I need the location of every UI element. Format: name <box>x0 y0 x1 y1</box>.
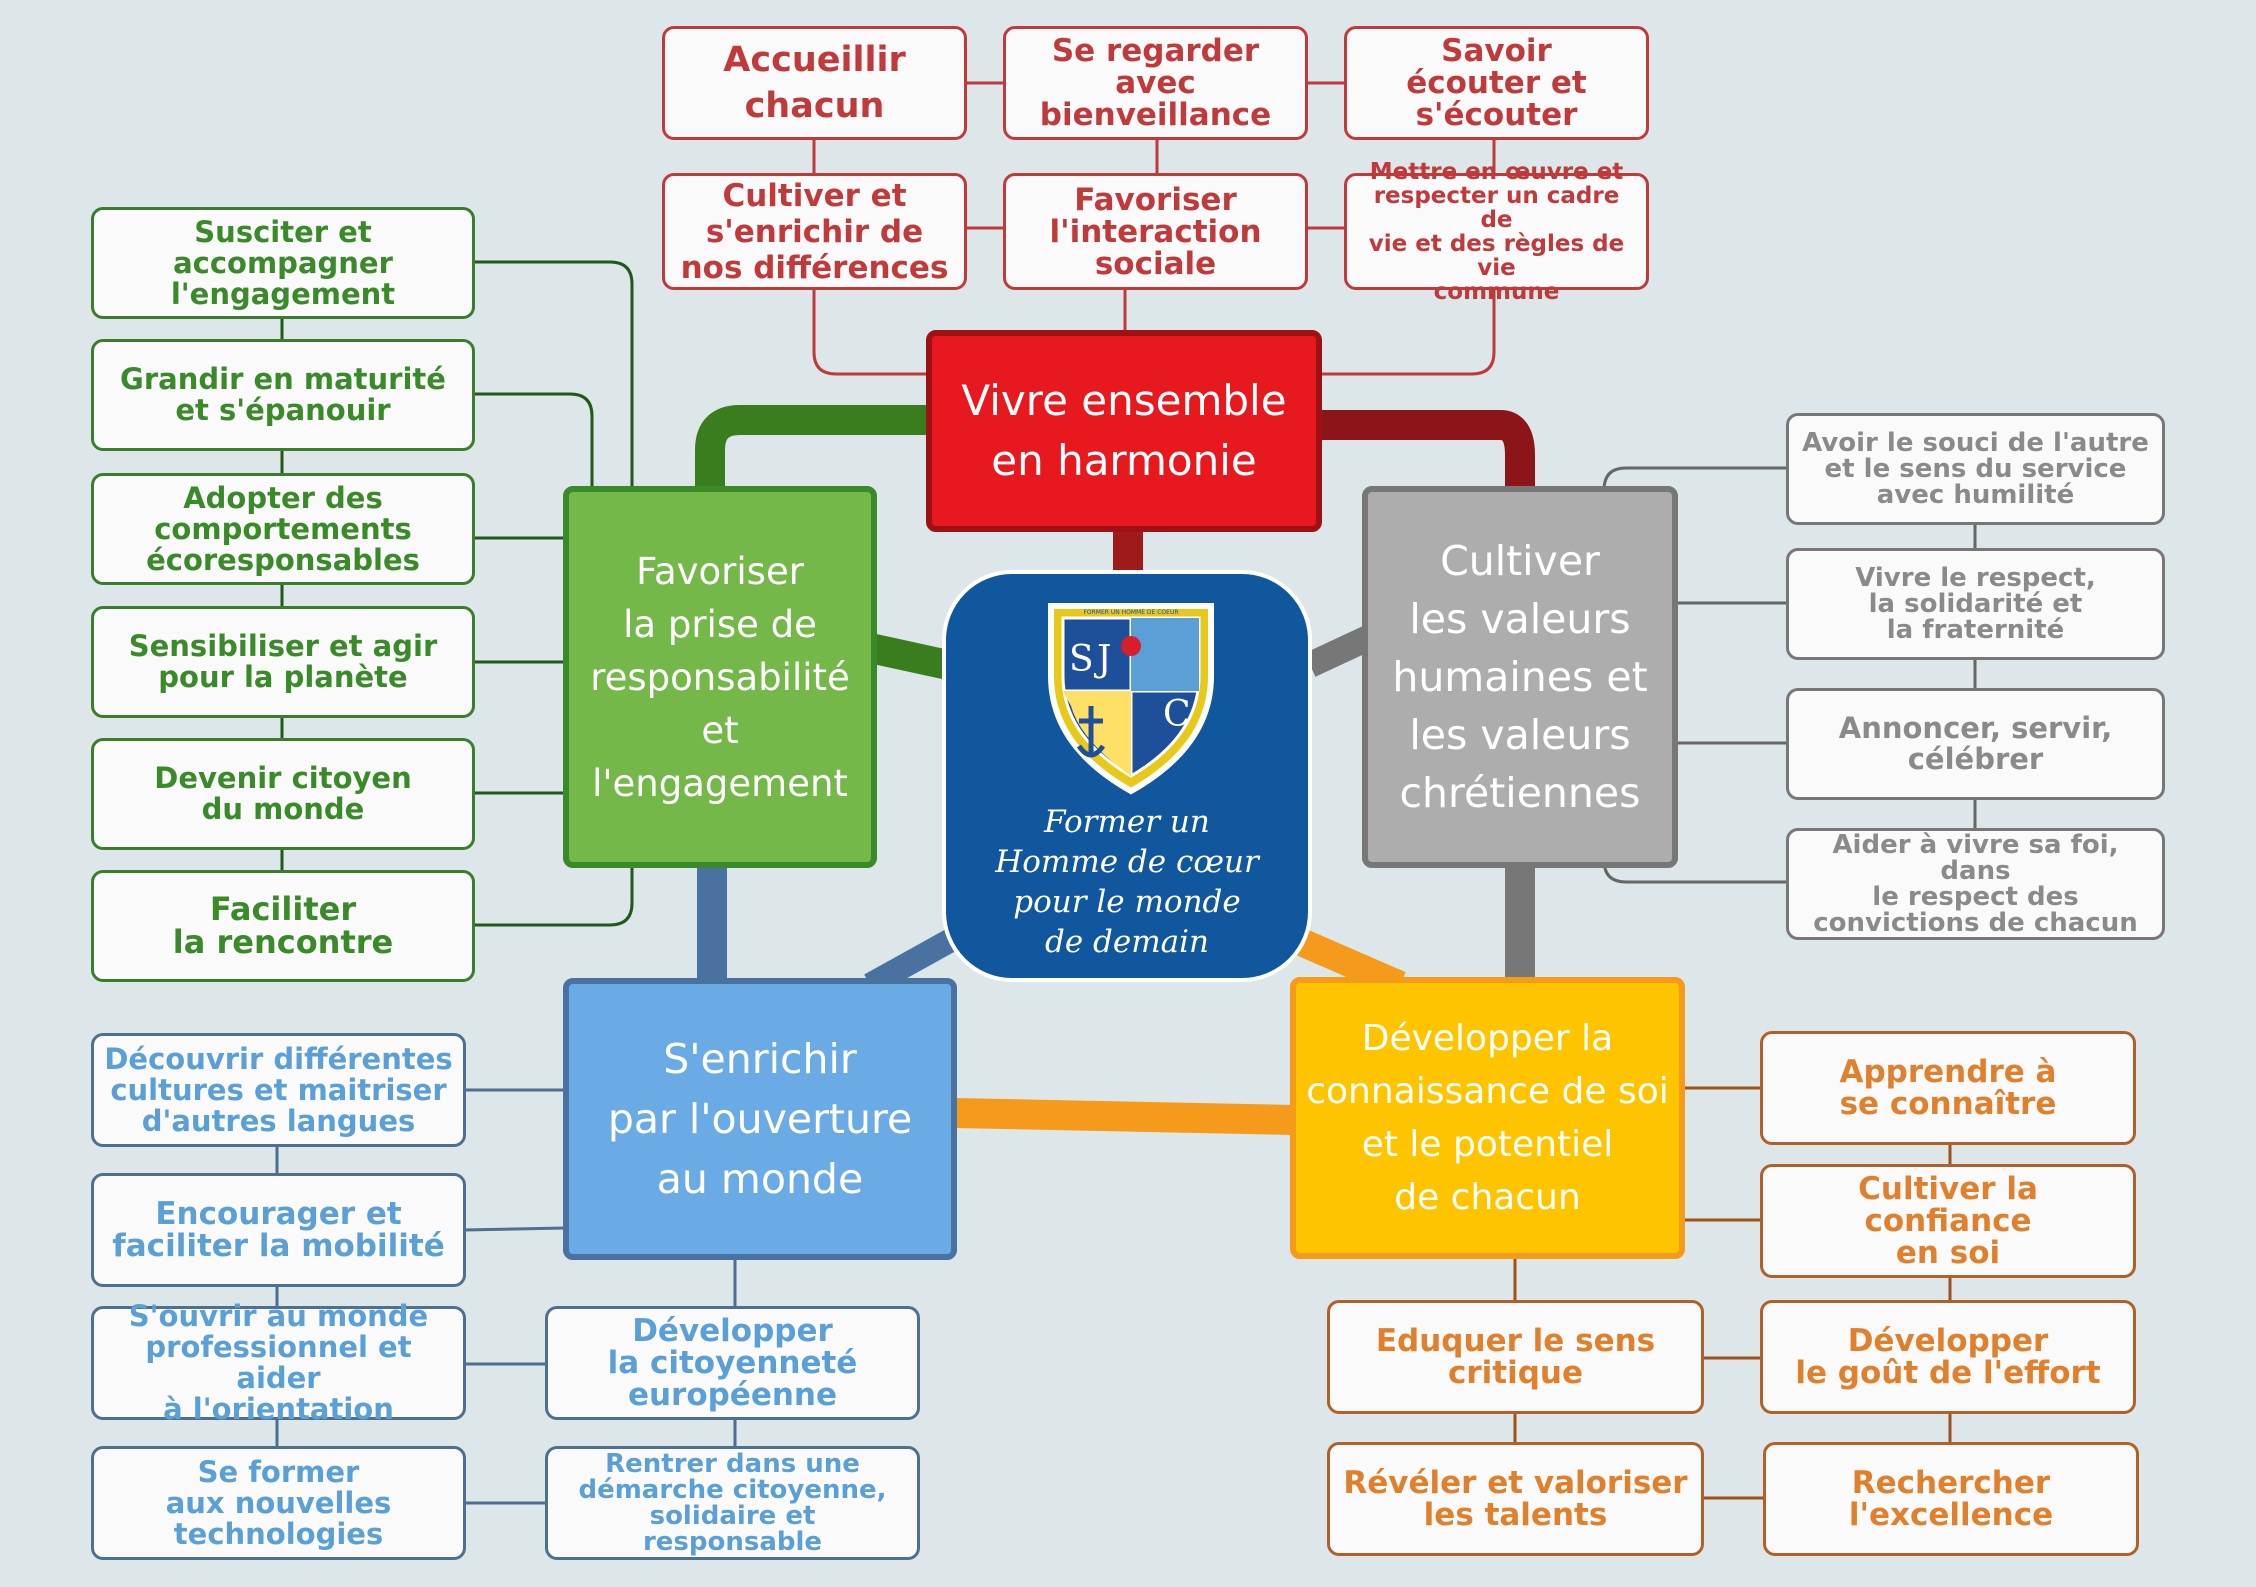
school-crest-icon: S J L C FORMER UN HOMME DE COEUR <box>1048 603 1214 795</box>
orange-item-excellence: Rechercher l'excellence <box>1763 1442 2139 1556</box>
crest-motto-band: FORMER UN HOMME DE COEUR <box>1083 609 1178 616</box>
hub-developper-connaissance: Développer la connaissance de soi et le … <box>1290 977 1685 1259</box>
green-item-citoyen: Devenir citoyen du monde <box>91 738 475 850</box>
hub-favoriser-responsabilite: Favoriser la prise de responsabilité et … <box>563 486 877 868</box>
orange-item-se-connaitre: Apprendre à se connaître <box>1760 1031 2136 1145</box>
red-item-differences: Cultiver et s'enrichir de nos différence… <box>662 173 967 290</box>
green-item-engagement: Susciter et accompagner l'engagement <box>91 207 475 319</box>
hub-cultiver-valeurs: Cultiver les valeurs humaines et les val… <box>1362 486 1678 868</box>
blue-item-demarche-citoyenne: Rentrer dans une démarche citoyenne, sol… <box>545 1446 920 1560</box>
green-item-planete: Sensibiliser et agir pour la planète <box>91 606 475 718</box>
red-item-interaction: Favoriser l'interaction sociale <box>1003 173 1308 290</box>
center-motto: Former un Homme de cœur pour le monde de… <box>995 804 1259 960</box>
hub-vivre-ensemble: Vivre ensemble en harmonie <box>926 330 1322 532</box>
hub-enrichir-ouverture: S'enrichir par l'ouverture au monde <box>563 978 957 1260</box>
blue-item-citoyennete-europeenne: Développer la citoyenneté européenne <box>545 1306 920 1420</box>
blue-item-technologies: Se former aux nouvelles technologies <box>91 1446 466 1560</box>
crest-letter-s: S <box>1069 639 1094 680</box>
orange-item-confiance: Cultiver la confiance en soi <box>1760 1164 2136 1278</box>
orange-item-talents: Révéler et valoriser les talents <box>1327 1442 1704 1556</box>
crest-letter-j: J <box>1093 639 1111 680</box>
red-item-cadre-de-vie: Mettre en œuvre et respecter un cadre de… <box>1344 160 1649 304</box>
red-item-accueillir: Accueillir chacun <box>662 26 967 140</box>
crest-letter-c: C <box>1163 694 1191 735</box>
gray-item-respect: Vivre le respect, la solidarité et la fr… <box>1786 548 2165 660</box>
gray-item-annoncer: Annoncer, servir, célébrer <box>1786 688 2165 800</box>
blue-item-mobilite: Encourager et faciliter la mobilité <box>91 1173 466 1287</box>
gray-item-souci: Avoir le souci de l'autre et le sens du … <box>1786 413 2165 525</box>
green-item-rencontre: Faciliter la rencontre <box>91 870 475 982</box>
gray-item-foi: Aider à vivre sa foi, dans le respect de… <box>1786 828 2165 940</box>
crest-letter-l: L <box>1133 724 1157 765</box>
orange-item-effort: Développer le goût de l'effort <box>1760 1300 2136 1414</box>
orange-item-sens-critique: Eduquer le sens critique <box>1327 1300 1704 1414</box>
blue-item-cultures: Découvrir différentes cultures et maitri… <box>91 1033 466 1147</box>
red-item-regarder: Se regarder avec bienveillance <box>1003 26 1308 140</box>
green-item-ecoresponsables: Adopter des comportements écoresponsable… <box>91 473 475 585</box>
red-item-ecouter: Savoir écouter et s'écouter <box>1344 26 1649 140</box>
green-item-maturite: Grandir en maturité et s'épanouir <box>91 339 475 451</box>
blue-item-orientation: S'ouvrir au monde professionnel et aider… <box>91 1301 466 1425</box>
center-node: S J L C FORMER UN HOMME DE COEUR Former … <box>942 570 1312 982</box>
